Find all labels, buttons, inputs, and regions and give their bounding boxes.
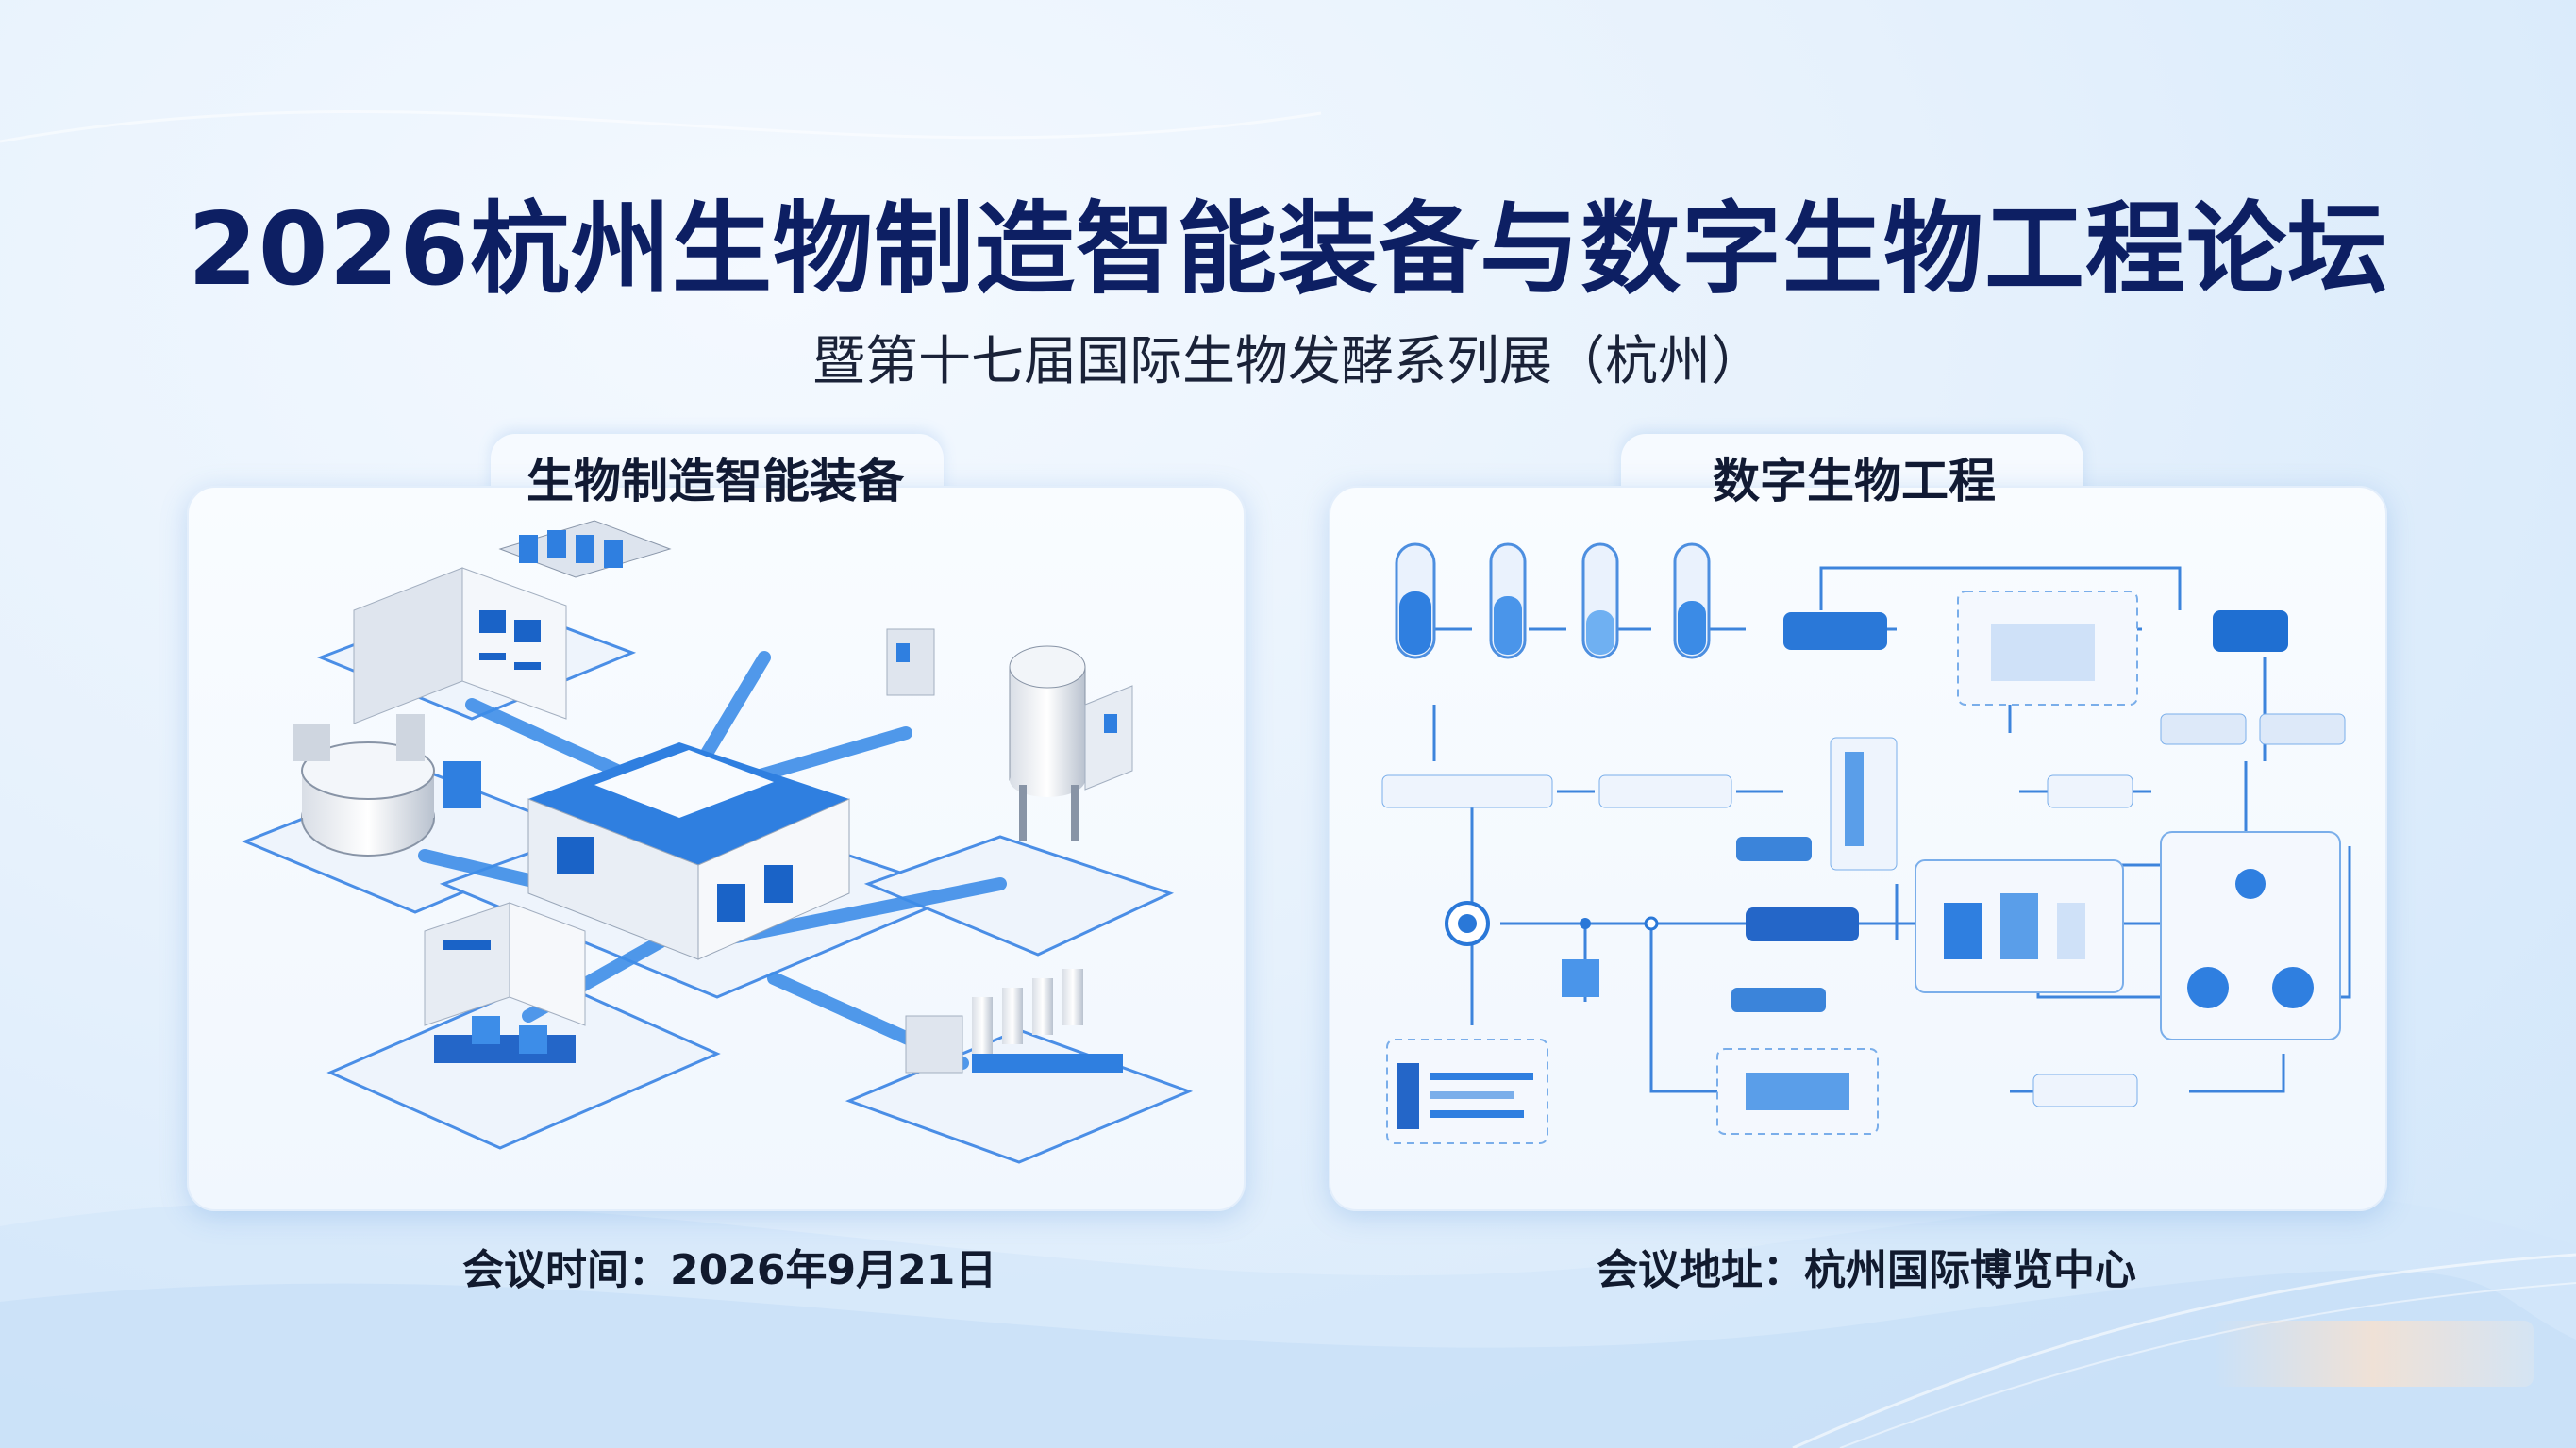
digital-panel [1329,486,2387,1211]
filter-skid [905,969,1123,1074]
flowchart-illustration [1381,542,2351,1144]
meeting-time: 会议时间：2026年9月21日 [462,1246,997,1294]
equipment-panel-label: 生物制造智能装备 [527,454,904,508]
watermark [2213,1321,2534,1387]
flow-nodes [1381,591,2346,1144]
tank-skid [293,714,481,857]
compressor-skid [424,902,586,1063]
equipment-panel [187,486,1246,1211]
forum-subtitle: 暨第十七届国际生物发酵系列展（杭州） [812,331,1764,392]
pump-skid [498,520,672,578]
meeting-location: 会议地址：杭州国际博览中心 [1597,1246,2136,1294]
digital-panel-label: 数字生物工程 [1713,454,1996,508]
fermenter-tank [886,628,1133,841]
control-cabinets [353,567,567,724]
equipment-illustration [242,520,1194,1164]
central-bioreactor [527,742,850,960]
forum-title: 2026杭州生物制造智能装备与数字生物工程论坛 [187,191,2389,308]
sample-tubes [1395,542,1711,659]
